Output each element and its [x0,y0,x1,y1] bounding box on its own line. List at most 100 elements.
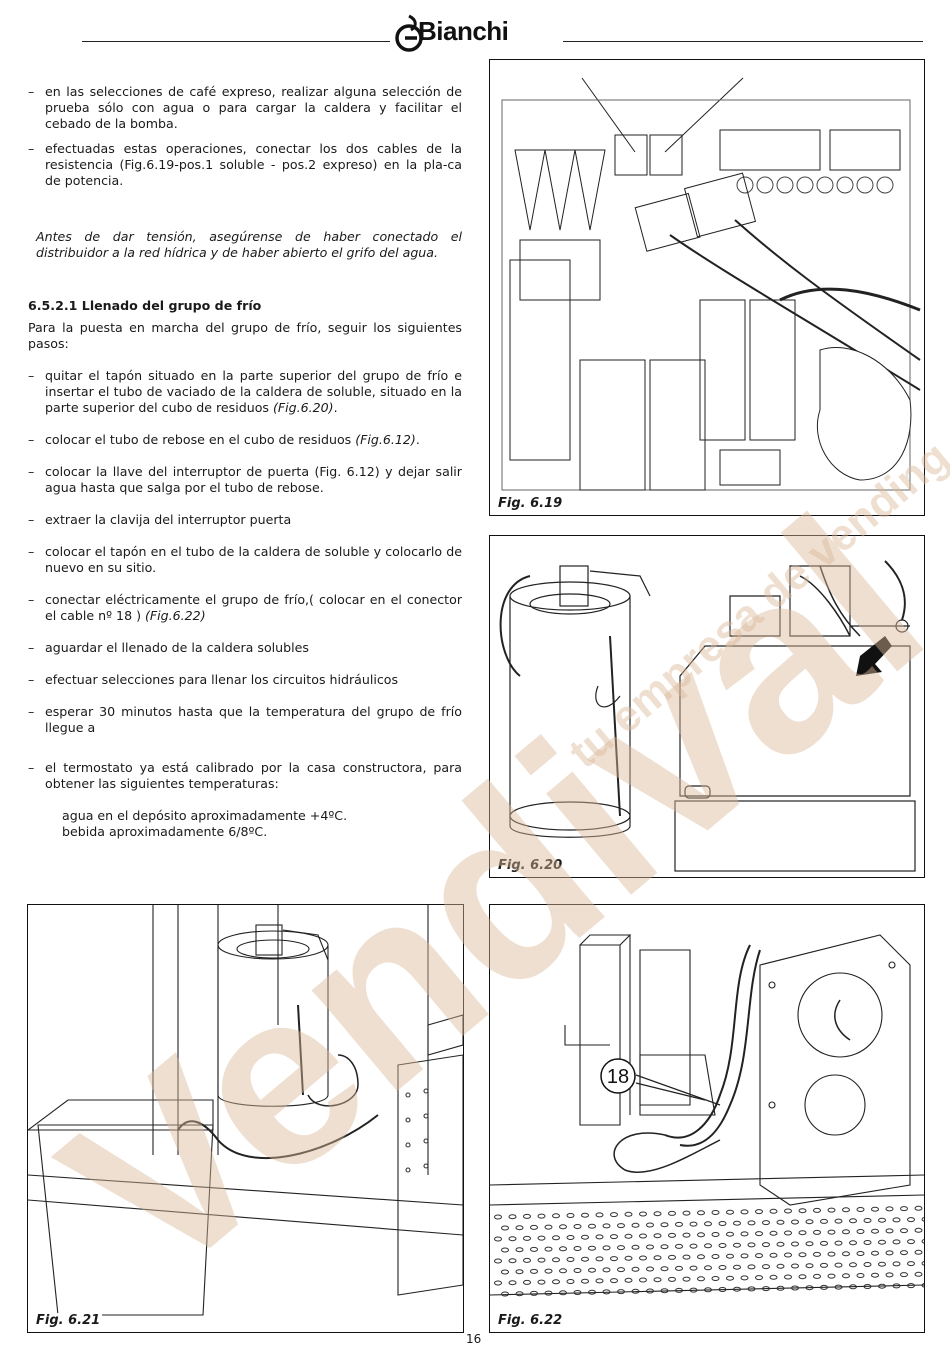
connector-18-illustration: 18 [490,934,924,1297]
tray-hole [530,1268,538,1274]
tray-hole [552,1235,560,1241]
tray-hole [856,1229,865,1234]
page-number: 16 [466,1332,482,1346]
tray-hole [921,1216,924,1222]
figure-caption: Fig. 6.21 [34,1313,103,1328]
list-item: colocar el tapón en el tubo de la calder… [28,544,462,576]
tray-hole [494,1236,502,1242]
tray-hole [508,1214,517,1220]
list-item: conectar eléctricamente el grupo de frío… [28,592,462,624]
tray-hole [523,1279,531,1285]
tray-hole [631,1244,640,1250]
tray-hole [588,1289,596,1295]
tray-hole [552,1213,560,1219]
callout-circle [600,1058,636,1094]
tray-hole [892,1283,901,1289]
tray-hole [530,1246,538,1252]
tray-hole [624,1255,633,1261]
tray-hole [907,1217,915,1223]
tray-hole [711,1210,720,1215]
tray-hole [523,1257,531,1263]
tray-hole [508,1280,517,1286]
tray-hole [813,1229,821,1235]
tray-hole [798,1252,807,1258]
tray-hole [805,1219,814,1225]
tray-hole [842,1229,850,1235]
tray-hole [878,1261,886,1267]
tray-hole [660,1222,669,1228]
tray-hole [566,1235,575,1240]
tray-hole [747,1220,756,1226]
tray-hole [494,1280,502,1286]
tray-hole [617,1223,625,1229]
tray-hole [573,1290,582,1295]
tray-hole [726,1231,734,1237]
section-title: 6.5.2.1 Llenado del grupo de frío [28,298,262,313]
tray-hole [559,1224,567,1230]
tray-hole [610,1212,618,1218]
tray-hole [697,1254,705,1260]
tray-hole [668,1254,676,1260]
tray-hole [631,1288,640,1294]
tray-hole [682,1232,691,1238]
tray-hole [914,1227,923,1233]
text-column: en las selecciones de café expreso, real… [28,84,462,840]
tray-hole [668,1276,676,1282]
figure-6-22: 18 Fig. 6.22 [489,904,925,1333]
tray-hole [776,1285,785,1291]
tray-hole [755,1253,763,1259]
tray-hole [791,1241,799,1247]
tray-hole [501,1225,509,1231]
callout-label: 18 [607,1066,629,1088]
tray-hole [900,1228,908,1234]
tray-hole [668,1210,676,1216]
figure-6-19: Fig. 6.19 [489,59,925,516]
list-item: en las selecciones de café expreso, real… [28,84,462,132]
figure-6-21: Fig. 6.21 [27,904,464,1333]
tray-hole [813,1207,821,1213]
tray-hole [762,1220,770,1226]
tray-hole [820,1240,828,1246]
figure-caption: Fig. 6.22 [496,1313,565,1328]
tray-hole [552,1279,560,1285]
tray-hole [726,1209,734,1215]
tray-hole [581,1278,589,1284]
tray-hole [827,1207,836,1213]
tray-hole [776,1219,785,1225]
tray-hole [871,1272,879,1278]
tray-hole [639,1255,647,1261]
tray-hole [581,1234,589,1240]
tray-hole [921,1282,924,1288]
tray-hole [515,1269,524,1275]
tray-hole [755,1209,763,1215]
tray-hole [863,1240,872,1245]
tray-hole [631,1266,640,1272]
tray-hole [697,1276,705,1282]
tray-hole [660,1266,669,1272]
tray-hole [624,1277,633,1283]
header-rule-left [82,41,390,42]
tray-hole [581,1256,589,1262]
tray-hole [668,1232,676,1238]
tray-hole [595,1234,604,1240]
tray-hole [813,1251,821,1257]
tray-hole [769,1274,778,1280]
tray-hole [849,1218,857,1224]
tray-hole [515,1291,524,1297]
tray-hole [791,1263,799,1269]
tray-hole [878,1217,886,1223]
tray-hole [689,1221,698,1227]
tray-hole [602,1267,611,1273]
tray-hole [733,1242,741,1248]
tray-hole [602,1289,611,1295]
tray-hole [595,1278,604,1284]
tray-hole [617,1245,625,1251]
tray-hole [805,1285,814,1291]
tray-hole [653,1211,662,1217]
tray-hole [827,1273,836,1279]
tray-hole [885,1250,894,1256]
tray-hole [588,1223,596,1229]
tray-hole [820,1218,828,1224]
tray-hole [704,1243,712,1249]
tray-hole [639,1233,647,1239]
